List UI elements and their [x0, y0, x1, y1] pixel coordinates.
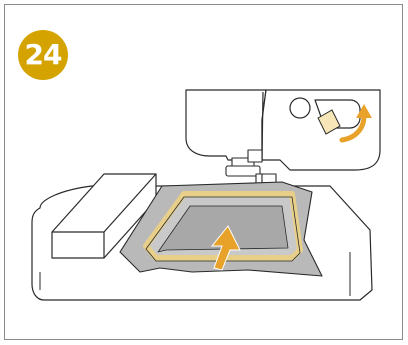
machine-head	[186, 90, 380, 170]
step-number: 24	[25, 41, 62, 69]
step-number-badge: 24	[18, 30, 68, 80]
